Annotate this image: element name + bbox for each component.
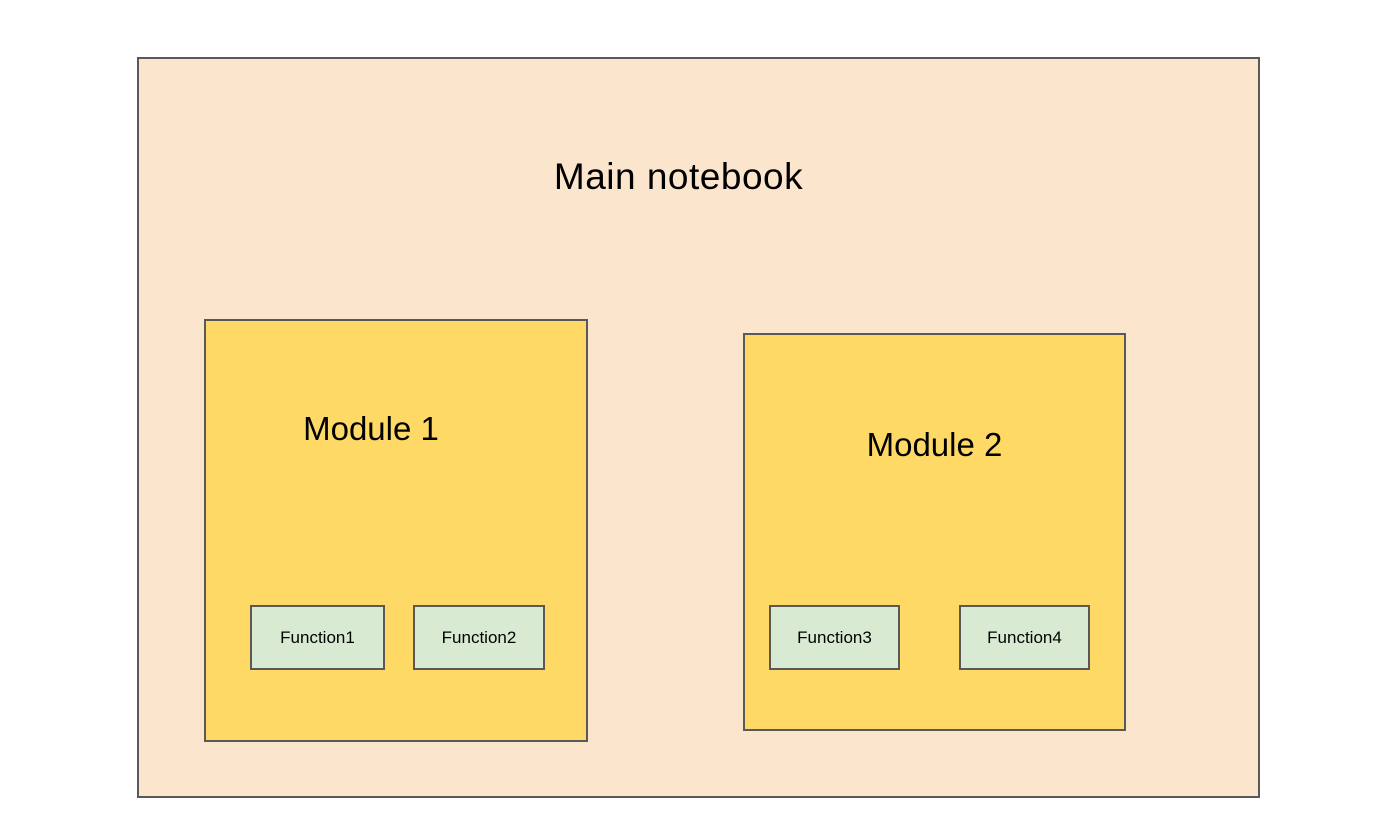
function-1-label: Function1 <box>280 628 355 647</box>
function-2-box: Function2 <box>413 605 545 670</box>
main-notebook-label: Main notebook <box>553 156 804 197</box>
module-1-label: Module 1 <box>303 410 439 447</box>
module-2-label: Module 2 <box>866 426 1003 463</box>
function-4-label: Function4 <box>987 628 1062 647</box>
main-notebook-box: Main notebook Module 1 Function1 Functio… <box>137 57 1260 798</box>
module-1-box: Module 1 Function1 Function2 <box>204 319 588 742</box>
function-1-box: Function1 <box>250 605 385 670</box>
module-2-box: Module 2 Function3 Function4 <box>743 333 1126 731</box>
function-3-box: Function3 <box>769 605 900 670</box>
function-4-box: Function4 <box>959 605 1090 670</box>
function-2-label: Function2 <box>441 628 517 647</box>
function-3-label: Function3 <box>797 628 872 647</box>
